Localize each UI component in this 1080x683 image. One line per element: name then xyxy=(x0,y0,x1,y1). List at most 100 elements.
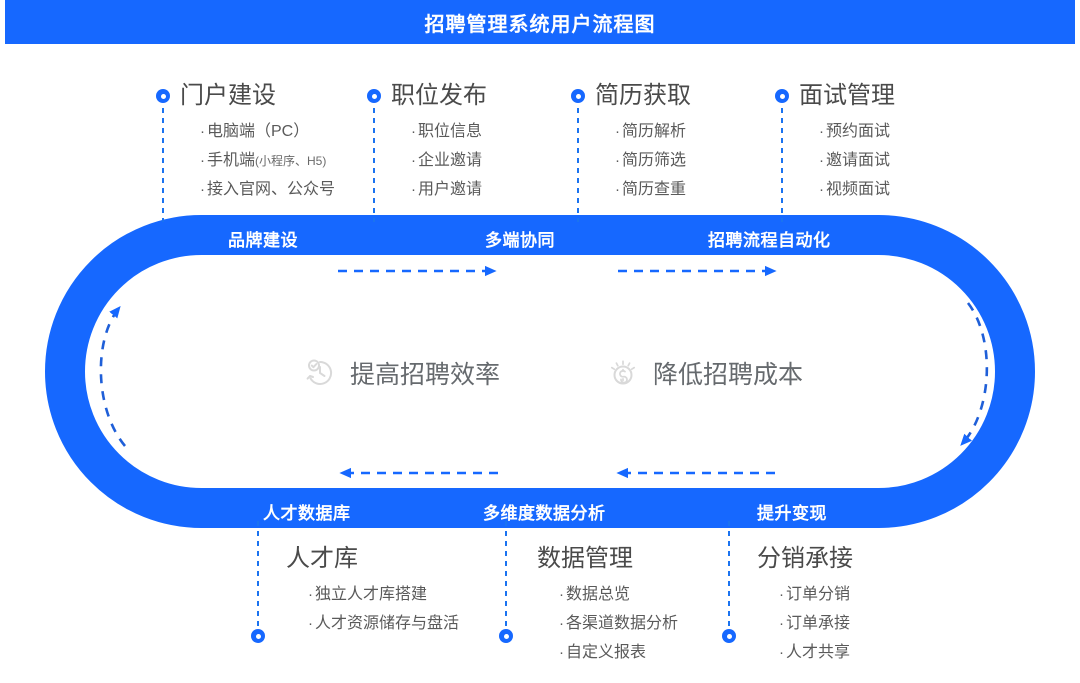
list-item[interactable]: ·独立人才库搭建 xyxy=(308,587,459,603)
bullet-icon: · xyxy=(308,615,313,632)
list-item[interactable]: ·电脑端（PC） xyxy=(200,124,335,140)
column-heading: 人才库 xyxy=(286,545,358,572)
list-item-sublabel: (小程序、H5) xyxy=(255,154,327,168)
list-item-label: 用户邀请 xyxy=(418,181,483,198)
column-item-list: ·订单分销 ·订单承接 ·人才共享 xyxy=(779,587,853,661)
list-item[interactable]: ·自定义报表 xyxy=(559,645,678,661)
column-item-list: ·数据总览 ·各渠道数据分析 ·自定义报表 xyxy=(559,587,678,661)
list-item-label: 电脑端（PC） xyxy=(207,123,310,140)
list-item[interactable]: ·企业邀请 xyxy=(411,153,487,169)
bottom-column-distribution[interactable]: 分销承接 ·订单分销 ·订单承接 ·人才共享 xyxy=(757,547,853,661)
column-item-list: ·职位信息 ·企业邀请 ·用户邀请 xyxy=(411,124,487,198)
bullet-icon: · xyxy=(200,152,205,169)
list-item[interactable]: ·视频面试 xyxy=(819,182,895,198)
list-item-label: 邀请面试 xyxy=(826,152,891,169)
column-heading-row: 面试管理 xyxy=(775,84,895,108)
ring-dot-icon xyxy=(156,89,170,103)
ring-dot-icon xyxy=(251,629,265,643)
list-item-label: 人才资源储存与盘活 xyxy=(315,615,460,632)
list-item-label: 职位信息 xyxy=(418,123,483,140)
list-item[interactable]: ·简历筛选 xyxy=(615,153,691,169)
bullet-icon: · xyxy=(615,181,620,198)
bullet-icon: · xyxy=(200,123,205,140)
bottom-column-data-mgmt[interactable]: 数据管理 ·数据总览 ·各渠道数据分析 ·自定义报表 xyxy=(537,547,678,661)
column-heading-row: 门户建设 xyxy=(156,84,335,108)
list-item-label: 手机端 xyxy=(207,152,256,169)
list-item[interactable]: ·数据总览 xyxy=(559,587,678,603)
bullet-icon: · xyxy=(615,152,620,169)
column-heading: 分销承接 xyxy=(757,545,853,572)
list-item[interactable]: ·简历解析 xyxy=(615,124,691,140)
list-item[interactable]: ·手机端(小程序、H5) xyxy=(200,153,335,169)
list-item-label: 自定义报表 xyxy=(566,644,647,661)
bullet-icon: · xyxy=(559,644,564,661)
list-item-label: 简历解析 xyxy=(622,123,687,140)
list-item-label: 简历查重 xyxy=(622,181,687,198)
band-label-analytics: 多维度数据分析 xyxy=(483,504,606,523)
column-heading: 面试管理 xyxy=(799,82,895,109)
top-column-resume[interactable]: 简历获取 ·简历解析 ·简历筛选 ·简历查重 xyxy=(571,84,691,198)
column-item-list: ·独立人才库搭建 ·人才资源储存与盘活 xyxy=(308,587,459,632)
bullet-icon: · xyxy=(411,181,416,198)
goal-cost: 降低招聘成本 xyxy=(607,355,803,391)
top-column-portal[interactable]: 门户建设 ·电脑端（PC） ·手机端(小程序、H5) ·接入官网、公众号 xyxy=(156,84,335,198)
list-item[interactable]: ·订单承接 xyxy=(779,616,853,632)
column-heading: 职位发布 xyxy=(391,82,487,109)
title-banner: 招聘管理系统用户流程图 xyxy=(0,0,1080,44)
list-item-label: 数据总览 xyxy=(566,586,631,603)
list-item-label: 独立人才库搭建 xyxy=(315,586,428,603)
column-item-list: ·预约面试 ·邀请面试 ·视频面试 xyxy=(819,124,895,198)
list-item-label: 接入官网、公众号 xyxy=(207,181,336,198)
goal-efficiency: 提高招聘效率 xyxy=(304,355,500,391)
clock-check-icon xyxy=(306,359,333,385)
list-item[interactable]: ·用户邀请 xyxy=(411,182,487,198)
bullet-icon: · xyxy=(819,152,824,169)
stadium-track-ring xyxy=(45,215,1035,528)
bullet-icon: · xyxy=(200,181,205,198)
list-item-label: 各渠道数据分析 xyxy=(566,615,679,632)
list-item[interactable]: ·接入官网、公众号 xyxy=(200,182,335,198)
list-item[interactable]: ·订单分销 xyxy=(779,587,853,603)
goal-label: 提高招聘效率 xyxy=(350,361,501,389)
bullet-icon: · xyxy=(779,586,784,603)
bullet-icon: · xyxy=(779,644,784,661)
page-title: 招聘管理系统用户流程图 xyxy=(424,13,656,36)
list-item[interactable]: ·邀请面试 xyxy=(819,153,895,169)
bullet-icon: · xyxy=(819,123,824,140)
right-curve-arrow xyxy=(960,302,989,446)
column-item-list: ·电脑端（PC） ·手机端(小程序、H5) ·接入官网、公众号 xyxy=(200,124,335,198)
banner-right-edge xyxy=(1075,0,1080,44)
bullet-icon: · xyxy=(308,586,313,603)
column-heading: 数据管理 xyxy=(537,545,633,572)
list-item[interactable]: ·各渠道数据分析 xyxy=(559,616,678,632)
ring-dot-icon xyxy=(571,89,585,103)
bullet-icon: · xyxy=(819,181,824,198)
list-item[interactable]: ·人才共享 xyxy=(779,645,853,661)
band-label-automation: 招聘流程自动化 xyxy=(708,231,831,250)
list-item[interactable]: ·简历查重 xyxy=(615,182,691,198)
bullet-icon: · xyxy=(411,123,416,140)
list-item[interactable]: ·人才资源储存与盘活 xyxy=(308,616,459,632)
column-heading: 门户建设 xyxy=(180,82,276,109)
band-label-talent-db: 人才数据库 xyxy=(263,504,351,523)
column-item-list: ·简历解析 ·简历筛选 ·简历查重 xyxy=(615,124,691,198)
list-item[interactable]: ·预约面试 xyxy=(819,124,895,140)
top-column-interview[interactable]: 面试管理 ·预约面试 ·邀请面试 ·视频面试 xyxy=(775,84,895,198)
band-label-brand: 品牌建设 xyxy=(228,231,298,250)
left-curve-arrow xyxy=(99,305,126,447)
top-column-job-posting[interactable]: 职位发布 ·职位信息 ·企业邀请 ·用户邀请 xyxy=(367,84,487,198)
column-heading: 简历获取 xyxy=(595,82,691,109)
bullet-icon: · xyxy=(615,123,620,140)
coin-dollar-icon xyxy=(610,360,636,385)
goal-label: 降低招聘成本 xyxy=(653,361,804,389)
bullet-icon: · xyxy=(559,586,564,603)
ring-dot-icon xyxy=(722,629,736,643)
list-item-label: 预约面试 xyxy=(826,123,891,140)
bottom-column-talent-pool[interactable]: 人才库 ·独立人才库搭建 ·人才资源储存与盘活 xyxy=(286,547,459,632)
list-item-label: 订单分销 xyxy=(786,586,851,603)
column-heading-row: 职位发布 xyxy=(367,84,487,108)
ring-dot-icon xyxy=(499,629,513,643)
list-item[interactable]: ·职位信息 xyxy=(411,124,487,140)
column-heading-row: 简历获取 xyxy=(571,84,691,108)
